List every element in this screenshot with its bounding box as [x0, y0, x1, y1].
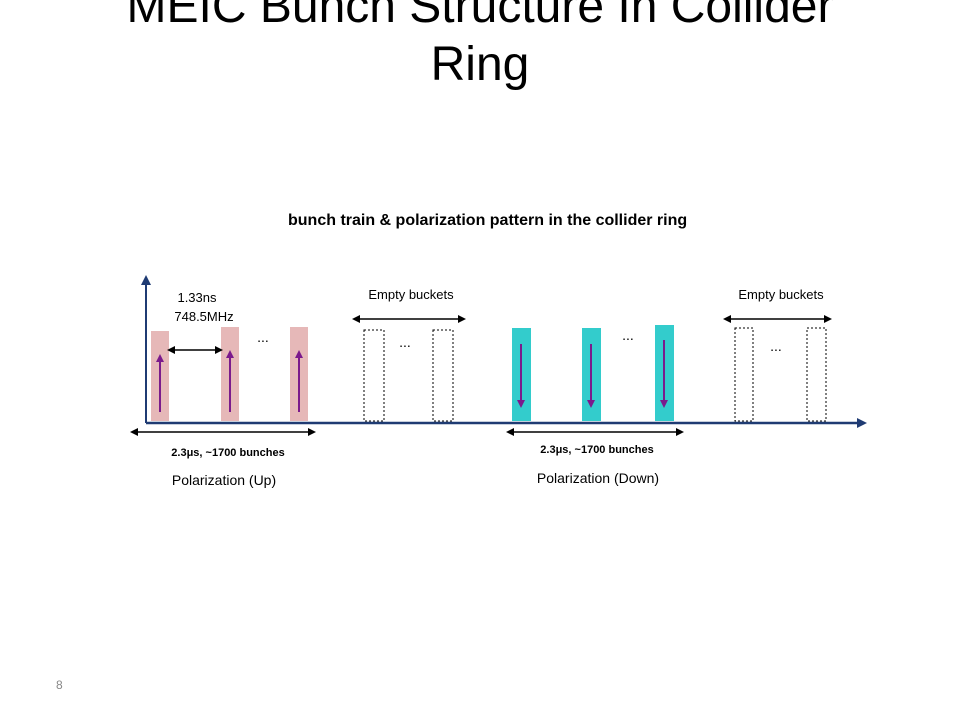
empty-bucket-4 [806, 327, 827, 422]
empty-bucket-3 [734, 327, 754, 422]
page-number: 8 [56, 678, 63, 692]
bunch-spacing-label: 1.33ns [177, 290, 217, 305]
title-line-2: Ring [430, 38, 530, 91]
bunch-frequency-label: 748.5MHz [174, 309, 233, 324]
polarization-up-label: Polarization (Up) [172, 472, 276, 488]
ellipsis-down: ... [622, 327, 634, 343]
ellipsis-up: ... [257, 329, 269, 345]
empty-buckets-left-label: Empty buckets [368, 287, 454, 302]
polarization-down-label: Polarization (Down) [537, 470, 659, 486]
ellipsis-empty-left: ... [399, 334, 411, 350]
train-down-duration-label: 2.3μs, ~1700 bunches [540, 444, 653, 456]
train-up-duration-label: 2.3μs, ~1700 bunches [171, 447, 284, 459]
empty-bucket-1 [363, 329, 385, 422]
ellipsis-empty-right: ... [770, 338, 782, 354]
empty-buckets-right-label: Empty buckets [738, 287, 824, 302]
diagram-subtitle: bunch train & polarization pattern in th… [288, 212, 688, 229]
empty-bucket-2 [432, 329, 454, 422]
slide-title: MEIC Bunch Structure In Collider Ring [0, 0, 960, 94]
title-line-1: MEIC Bunch Structure In Collider [126, 0, 834, 33]
